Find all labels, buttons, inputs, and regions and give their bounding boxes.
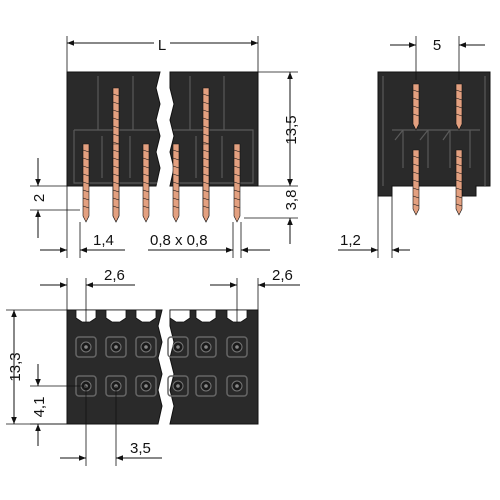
contact-hole-r2-c3 bbox=[135, 375, 157, 397]
row-pitch-dimension: 4,1 bbox=[30, 364, 86, 446]
bottom-housing-left bbox=[66, 309, 163, 425]
pin-depth-label: 2 bbox=[31, 194, 48, 202]
pin-length-label: 3,8 bbox=[283, 190, 300, 211]
front-view bbox=[66, 71, 259, 223]
length-label: L bbox=[158, 37, 166, 54]
contact-hole-r2-c4 bbox=[167, 375, 189, 397]
bottom-notch-2 bbox=[105, 309, 127, 323]
side-pitch-dimension: 5 bbox=[390, 36, 485, 80]
top-pitch-left-dimension: 2,6 bbox=[40, 267, 135, 322]
contact-hole-r1-c4 bbox=[167, 336, 189, 358]
contact-hole-r1-c6 bbox=[226, 336, 248, 358]
column-pitch-dimension: 3,5 bbox=[60, 386, 162, 466]
contact-hole-r1-c3 bbox=[135, 336, 157, 358]
pin-length-dimension: 3,8 bbox=[244, 160, 300, 244]
contact-hole-r1-c2 bbox=[105, 336, 127, 358]
side-inner-outline bbox=[382, 76, 486, 186]
height-total-label: 13,5 bbox=[283, 115, 300, 144]
length-dimension: L bbox=[66, 32, 259, 72]
height-total-dimension: 13,5 bbox=[244, 71, 300, 187]
pin-section-dimension: 0,8 x 0,8 bbox=[148, 222, 270, 258]
contact-hole-r2-c6 bbox=[226, 375, 248, 397]
row-pitch-label: 4,1 bbox=[31, 397, 48, 418]
side-view bbox=[377, 71, 491, 216]
bottom-view bbox=[66, 309, 259, 425]
side-offset-dimension: 1,2 bbox=[338, 196, 410, 258]
column-pitch-label: 3,5 bbox=[130, 440, 151, 457]
side-offset-label: 1,2 bbox=[340, 232, 361, 249]
bottom-housing-right bbox=[169, 309, 259, 425]
pin-section-label: 0,8 x 0,8 bbox=[150, 232, 208, 249]
pin-depth-dimension: 2 bbox=[30, 158, 80, 238]
bottom-notch-5 bbox=[195, 309, 217, 323]
contact-hole-r1-c1 bbox=[75, 336, 97, 358]
side-pin-bottom-right bbox=[455, 149, 463, 216]
front-pins bbox=[82, 87, 241, 223]
side-housing bbox=[377, 71, 491, 197]
pin-width-dimension: 1,4 bbox=[40, 186, 125, 258]
pin-width-label: 1,4 bbox=[93, 232, 114, 249]
contact-hole-r2-c5 bbox=[195, 375, 217, 397]
side-pin-bottom-left bbox=[412, 149, 420, 216]
bottom-notch-3 bbox=[135, 309, 157, 323]
top-pitch-right-label: 2,6 bbox=[272, 267, 293, 284]
side-pins bbox=[412, 83, 463, 216]
bottom-notch-4 bbox=[169, 309, 191, 323]
front-housing-right bbox=[169, 71, 259, 187]
bottom-contact-holes bbox=[75, 336, 248, 397]
side-pitch-label: 5 bbox=[433, 37, 441, 54]
contact-hole-r1-c5 bbox=[195, 336, 217, 358]
top-pitch-right-dimension: 2,6 bbox=[210, 267, 300, 322]
top-pitch-left-label: 2,6 bbox=[104, 267, 125, 284]
bottom-height-label: 13,3 bbox=[7, 352, 24, 381]
